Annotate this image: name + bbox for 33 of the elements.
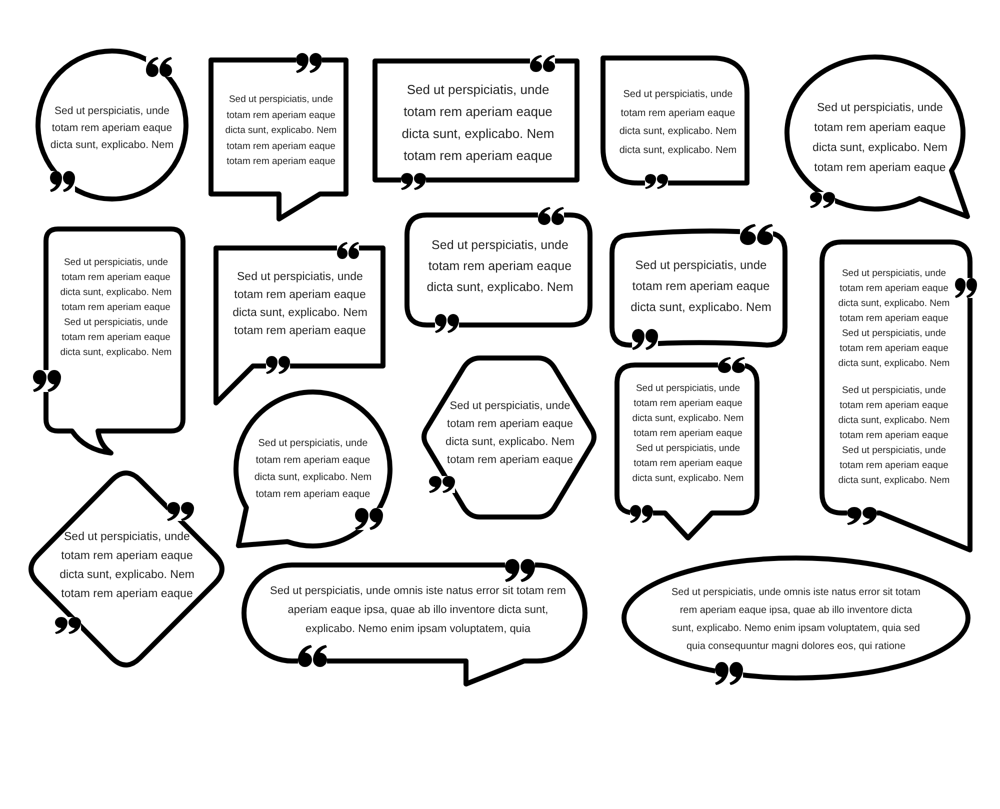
speech-bubble	[241, 562, 588, 687]
quote-text: Sed ut perspiciatis, unde totam rem aperiam eaque dicta sunt, explicabo. Nem totam rem aperiam eaque	[232, 270, 368, 339]
speech-bubble	[232, 389, 393, 550]
quote-text: Sed ut perspiciatis, unde totam rem aperiam eaque dicta sunt, explicabo. Nem dicta sunt, explicabo. Nem	[618, 88, 738, 158]
speech-bubble	[819, 239, 973, 553]
speech-bubble	[421, 355, 597, 520]
quote-text: Sed ut perspiciatis, unde totam rem aperiam eaque dicta sunt, explicabo. Nem	[426, 237, 574, 296]
quote-text: Sed ut perspiciatis, unde totam rem aperiam eaque dicta sunt, explicabo. Nem	[50, 104, 174, 153]
speech-bubble	[35, 48, 189, 202]
quote-text: Sed ut perspiciatis, unde totam rem aperiam eaque dicta sunt, explicabo. Nem totam rem aperiam eaque totam rem aperiam eaque	[224, 93, 338, 169]
quote-text: Sed ut perspiciatis, unde totam rem aperiam eaque dicta sunt, explicabo. Nem	[630, 256, 772, 316]
speech-bubble	[614, 362, 760, 541]
speech-bubble	[213, 245, 386, 406]
quote-text: Sed ut perspiciatis, unde totam rem aperiam eaque dicta sunt, explicabo. Nem totam rem aperiam eaque	[444, 399, 576, 468]
quote-text: Sed ut perspiciatis, unde totam rem aperiam eaque dicta sunt, explicabo. Nem totam rem aperiam eaque	[812, 100, 948, 176]
speech-bubble	[600, 55, 750, 186]
quote-text: Sed ut perspiciatis, unde totam rem aperiam eaque dicta sunt, explicabo. Nem totam rem aperiam eaque	[58, 530, 196, 602]
speech-bubble	[784, 54, 970, 220]
quote-text: Sed ut perspiciatis, unde totam rem aperiam eaque dicta sunt, explicabo. Nem totam rem aperiam eaque Sed ut perspiciatis, unde totam rem aperiam eaque dicta sunt, explicabo. Nem	[837, 384, 951, 488]
quote-text: Sed ut perspiciatis, unde omnis iste natus error sit totam rem aperiam eaque ipsa, quae ab illo inventore dicta sunt, explicabo. Nemo enim ipsam voluptatem, quia sed quia consequuntur magni dolores eos, qui ratione	[670, 586, 922, 654]
speech-bubble	[208, 57, 349, 222]
quote-text: Sed ut perspiciatis, unde totam rem aperiam eaque dicta sunt, explicabo. Nem totam rem aperiam eaque Sed ut perspiciatis, unde totam rem aperiam eaque dicta sunt, explicabo. Nem	[837, 267, 951, 371]
quote-text: Sed ut perspiciatis, unde totam rem aperiam eaque dicta sunt, explicabo. Nem totam rem aperiam eaque	[400, 81, 556, 165]
quote-text: Sed ut perspiciatis, unde totam rem aperiam eaque dicta sunt, explicabo. Nem totam rem aperiam eaque Sed ut perspiciatis, unde totam rem aperiam eaque dicta sunt, explicabo. Nem	[631, 382, 745, 486]
speech-bubble	[372, 58, 580, 183]
speech-bubble	[621, 555, 971, 681]
speech-bubble	[43, 226, 186, 456]
quote-text: Sed ut perspiciatis, unde totam rem aperiam eaque dicta sunt, explicabo. Nem totam rem aperiam eaque	[253, 436, 373, 502]
speech-bubble	[28, 470, 225, 668]
speech-bubble	[609, 228, 788, 348]
quote-text: Sed ut perspiciatis, unde omnis iste natus error sit totam rem aperiam eaque ipsa, quae ab illo inventore dicta sunt, explicabo. Nemo enim ipsam voluptatem, quia	[269, 584, 567, 637]
quote-text: Sed ut perspiciatis, unde totam rem aperiam eaque dicta sunt, explicabo. Nem totam rem aperiam eaque Sed ut perspiciatis, unde totam rem aperiam eaque dicta sunt, explicabo. Nem	[59, 256, 173, 360]
speech-bubble	[404, 212, 593, 328]
